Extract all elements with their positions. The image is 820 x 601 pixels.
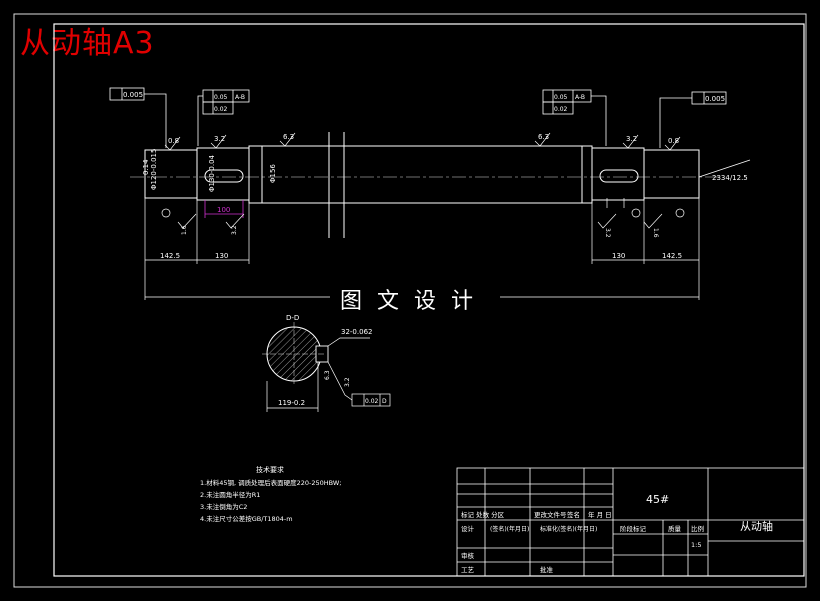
roughness-label: 6.3 — [538, 133, 549, 141]
review-label: 审核 — [461, 551, 475, 560]
tech-heading: 技术要求 — [256, 465, 284, 474]
dia-mid-label: Φ156 — [269, 164, 277, 183]
tol-top-left-round: 0.005 — [123, 91, 143, 99]
roughness-label: 0.8 — [668, 137, 679, 145]
tol-top-right-round: 0.005 — [705, 95, 725, 103]
chamfer-leader — [698, 159, 751, 178]
row-marks: 标记 处数 分区 — [461, 510, 505, 519]
dia-key-label: Φ130-0.04 — [208, 154, 216, 192]
section-sym-value: 0.02 — [365, 398, 379, 405]
tol-top-mid-ref: A-B — [575, 94, 585, 101]
section-sym-ref: D — [382, 398, 387, 405]
part-name: 从动轴 — [740, 519, 773, 533]
section-label: D-D — [286, 314, 299, 322]
section-view — [262, 322, 329, 386]
scale-label: 比例 — [691, 524, 704, 533]
tol-top-left-round2: 0.02 — [214, 106, 228, 113]
row-change: 更改文件号 — [534, 510, 567, 519]
row-sign: 签名 — [567, 510, 580, 519]
weight-label: 质量 — [668, 524, 682, 533]
section-markers — [161, 198, 685, 218]
watermark-text: 图 文 设 计 — [340, 289, 477, 314]
title-block — [456, 467, 805, 577]
roughness-label: 1.6 — [181, 225, 188, 235]
chamfer-label: 2334/12.5 — [712, 174, 748, 182]
roughness-label: 3.2 — [604, 228, 611, 238]
tol-top-left-perp: 0.05 — [214, 94, 228, 101]
tol-top-left-ref: A-B — [235, 94, 245, 101]
stage-mark: 阶段标记 — [620, 524, 647, 533]
std-sign: 标准化(签名)(年月日) — [540, 525, 597, 533]
approve-label: 批准 — [540, 565, 554, 574]
shaft-outline — [144, 132, 700, 238]
roughness-marks: 0.8 3.2 6.3 6.3 3.2 0.8 — [168, 133, 679, 145]
outer-border — [13, 13, 807, 588]
tol-top-mid-round2: 0.02 — [554, 106, 568, 113]
len-left-seg: 130 — [215, 252, 228, 260]
roughness-label: 6.3 — [324, 370, 331, 380]
process-label: 工艺 — [461, 566, 475, 574]
roughness-label: 3.2 — [344, 377, 351, 387]
sheet-title: 从动轴A3 — [20, 26, 155, 61]
material-label: 45# — [646, 493, 669, 506]
dia-left-label: Φ120-0.015 — [150, 149, 158, 190]
len-left-end: 142.5 — [160, 252, 180, 260]
roughness-label: 0.8 — [168, 137, 179, 145]
len-right-seg: 130 — [612, 252, 625, 260]
row-date: 年 月 日 — [588, 510, 612, 519]
tech-line-1: 1.材料45钢, 调质处理后表面硬度220-250HBW; — [200, 478, 342, 487]
design-label: 设计 — [461, 524, 475, 533]
tol-top-mid-perp: 0.05 — [554, 94, 568, 101]
roughness-label: 3.2 — [231, 225, 238, 235]
key-length-label: 100 — [217, 206, 230, 214]
section-dims — [266, 337, 391, 412]
tech-line-2: 2.未注圆角半径为R1 — [200, 490, 260, 499]
section-depth-dim: 119-0.2 — [278, 399, 305, 407]
design-sign: (签名)(年月日) — [490, 525, 529, 533]
roughness-label: 3.2 — [214, 135, 225, 143]
scale-value: 1:5 — [691, 541, 701, 549]
roughness-label: 3.2 — [626, 135, 637, 143]
inner-border — [53, 23, 805, 577]
roughness-label: 1.6 — [652, 228, 659, 238]
bottom-dimension-lines — [144, 198, 700, 300]
tolerance-frames — [109, 87, 727, 148]
tech-line-4: 4.未注尺寸公差按GB/T1804-m — [200, 514, 293, 523]
roughness-symbols — [164, 132, 681, 229]
tech-line-3: 3.未注倒角为C2 — [200, 502, 247, 511]
roughness-label: 6.3 — [283, 133, 294, 141]
dia-left2-label: 0.14 — [142, 159, 150, 175]
section-key-dim: 32-0.062 — [341, 328, 372, 336]
len-right-end: 142.5 — [662, 252, 682, 260]
